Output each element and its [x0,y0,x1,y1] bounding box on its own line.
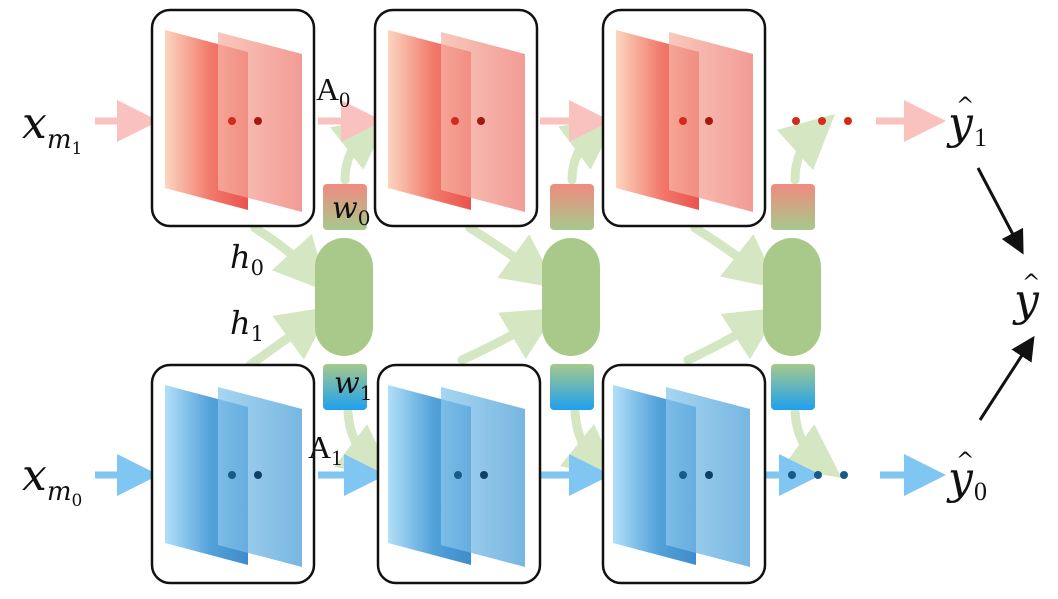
svg-text:1: 1 [974,123,987,152]
gate-unit-2 [542,184,600,410]
gate-unit-3 [763,184,821,410]
gate-bottom-1 [323,364,367,410]
svg-text:y: y [1012,275,1040,326]
weight-bottom-label: w1 [334,366,372,405]
output-final-label: ^ y [1012,271,1040,326]
gate-arrow-out-top-1 [330,115,390,185]
merge-arrow-bottom [978,335,1035,421]
gate-arrow-h1-2 [457,308,559,365]
svg-text:0: 0 [974,477,987,506]
gate-arrow-out-bot-3 [782,407,842,479]
svg-text:y: y [946,453,974,504]
attention-bottom-label: A1 [308,429,342,470]
ellipsis-icon [788,471,848,479]
attention-top-label: A0 [316,71,350,112]
gate-arrow-h1-1 [245,306,332,370]
merge-arrows [976,167,1035,421]
svg-text:y: y [946,98,974,149]
gate-bottom-2 [550,364,594,410]
merge-arrow-top [976,167,1024,255]
output-bottom-label: ^ y 0 [946,449,987,506]
gate-pill-1 [315,238,373,356]
gate-arrow-out-top-2 [558,115,618,185]
input-bottom-label: xm0 [22,450,82,511]
gate-top-2 [550,184,594,230]
gate-arrow-h1-3 [683,307,781,365]
gate-arrows [245,113,842,479]
svg-text:^: ^ [956,94,974,119]
output-top-label: ^ y 1 [946,94,987,152]
hidden-top-label: h0 [230,238,264,280]
gate-top-3 [771,184,815,230]
input-top-label: xm1 [22,98,82,159]
svg-text:^: ^ [1022,271,1040,296]
blue-module-2 [376,363,542,585]
ellipsis-icon [792,117,852,125]
gate-pill-3 [763,238,821,356]
gate-arrow-h0-1 [250,223,329,292]
gate-arrow-h0-3 [690,223,780,289]
gate-pill-2 [542,238,600,356]
gate-arrow-out-bot-2 [560,407,619,479]
gate-arrow-out-bot-1 [334,407,394,479]
gate-arrow-out-top-3 [776,113,836,185]
red-module-3 [601,8,767,228]
weight-top-label: w0 [332,191,370,230]
red-module-2 [373,8,539,228]
blue-module-1 [150,363,316,585]
hidden-bottom-label: h1 [230,304,264,346]
svg-text:^: ^ [956,449,974,474]
gate-arrow-h0-2 [465,223,557,288]
gate-bottom-3 [771,364,815,410]
gate-unit-1 [315,184,373,410]
gate-top-1 [323,184,367,230]
red-module-1 [150,8,316,228]
blue-module-3 [601,363,767,585]
